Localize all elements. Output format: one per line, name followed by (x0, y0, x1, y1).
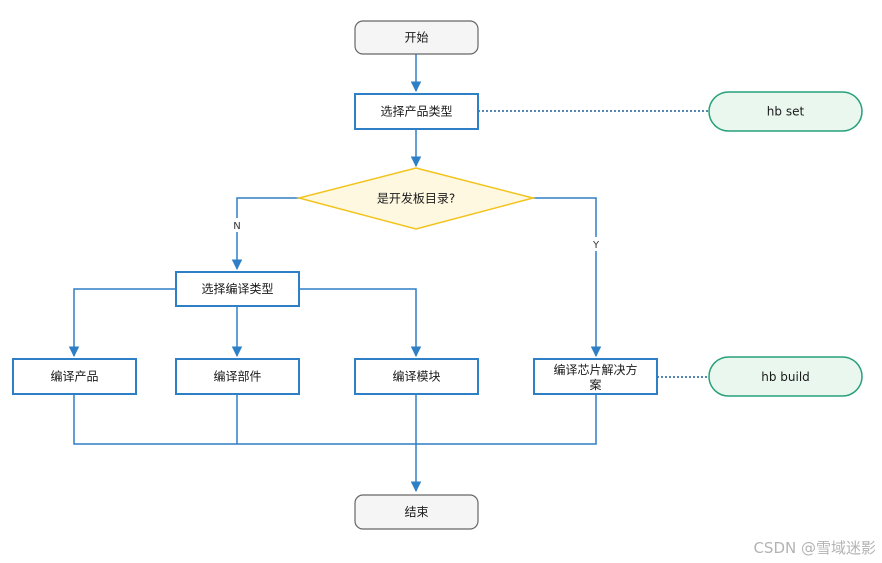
select-product-type-node[interactable]: 选择产品类型 (354, 93, 479, 130)
build-chip-solution-node[interactable]: 编译芯片解决方 案 (533, 358, 658, 395)
build-module-node[interactable]: 编译模块 (354, 358, 479, 395)
edge-decision-no-branch (231, 197, 299, 271)
edge-build-type-to-product (68, 288, 176, 358)
build-chip-solution-label-line2: 案 (589, 377, 601, 392)
hb-build-label: hb build (761, 370, 810, 384)
build-chip-solution-label-line1: 编译芯片解决方 (553, 362, 637, 377)
edge-build-type-to-module (299, 288, 422, 358)
select-product-type-label: 选择产品类型 (380, 105, 452, 119)
build-product-label: 编译产品 (50, 369, 98, 384)
start-node-label: 开始 (404, 31, 428, 45)
start-node[interactable]: 开始 (354, 20, 479, 55)
select-build-type-label: 选择编译类型 (201, 281, 273, 296)
is-board-dir-label: 是开发板目录? (377, 191, 455, 206)
command-links (478, 110, 709, 378)
edge-product-to-merge (73, 394, 416, 445)
watermark: CSDN @雪域迷影 (753, 539, 876, 557)
build-component-label: 编译部件 (213, 369, 261, 384)
connectors (68, 54, 602, 493)
end-node[interactable]: 结束 (354, 494, 479, 530)
edge-label-no: N (233, 221, 240, 232)
build-module-label: 编译模块 (392, 369, 440, 384)
build-component-node[interactable]: 编译部件 (175, 358, 300, 395)
edge-label-yes: Y (592, 240, 600, 251)
select-build-type-node[interactable]: 选择编译类型 (175, 271, 300, 307)
edge-chip-solution-to-merge (416, 394, 597, 445)
hb-set-label: hb set (767, 105, 805, 119)
build-product-node[interactable]: 编译产品 (12, 358, 137, 395)
edge-decision-yes-branch (533, 197, 602, 358)
hb-set-command-node[interactable]: hb set (708, 91, 863, 132)
is-board-dir-decision[interactable]: 是开发板目录? (296, 167, 536, 230)
hb-build-command-node[interactable]: hb build (708, 356, 863, 397)
end-node-label: 结束 (404, 505, 428, 519)
